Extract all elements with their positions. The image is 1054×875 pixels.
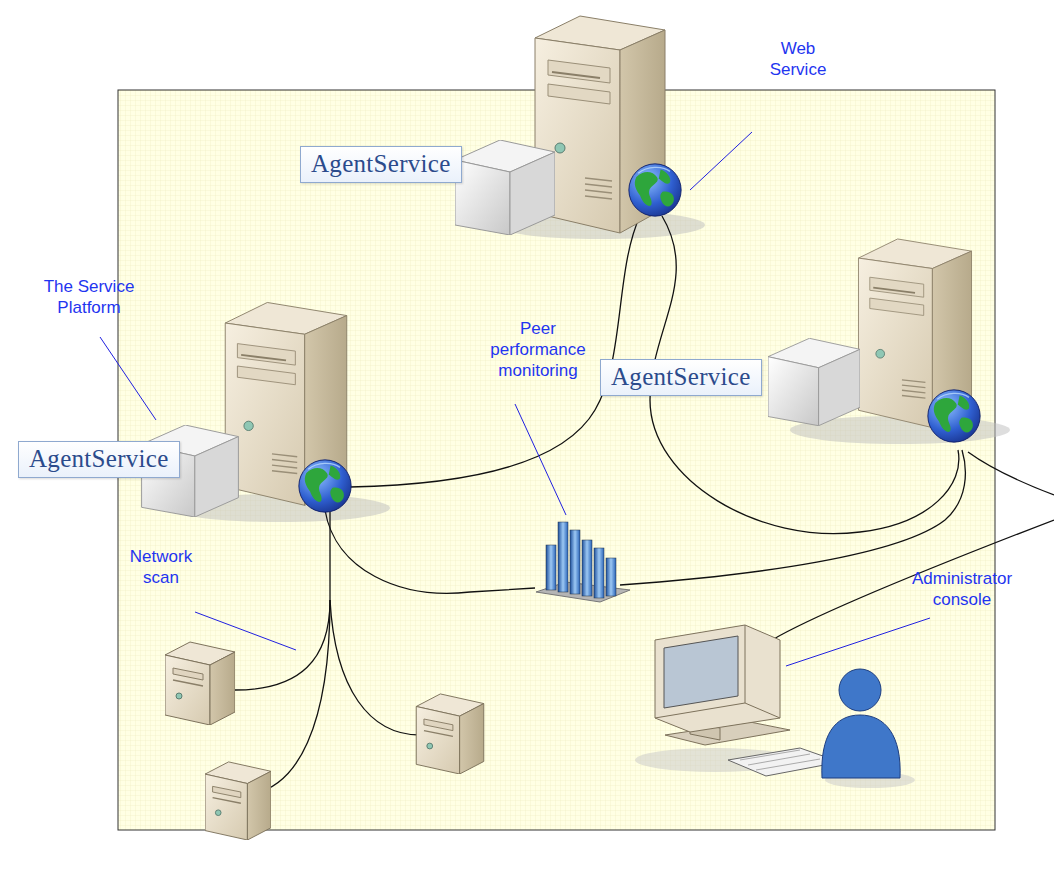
logo-text: AgentService <box>311 150 451 177</box>
logo-text: AgentService <box>611 363 751 390</box>
agentservice-logo: AgentService <box>600 359 762 396</box>
callout-label: Administrator console <box>882 568 1042 610</box>
agentservice-logo: AgentService <box>18 441 180 478</box>
callout-label: Peer performance monitoring <box>478 318 598 381</box>
callout-label: Web Service <box>758 38 838 80</box>
agentservice-logo: AgentService <box>300 146 462 183</box>
logo-text: AgentService <box>29 445 169 472</box>
callout-label: The Service Platform <box>14 276 164 318</box>
callout-label: Network scan <box>116 546 206 588</box>
